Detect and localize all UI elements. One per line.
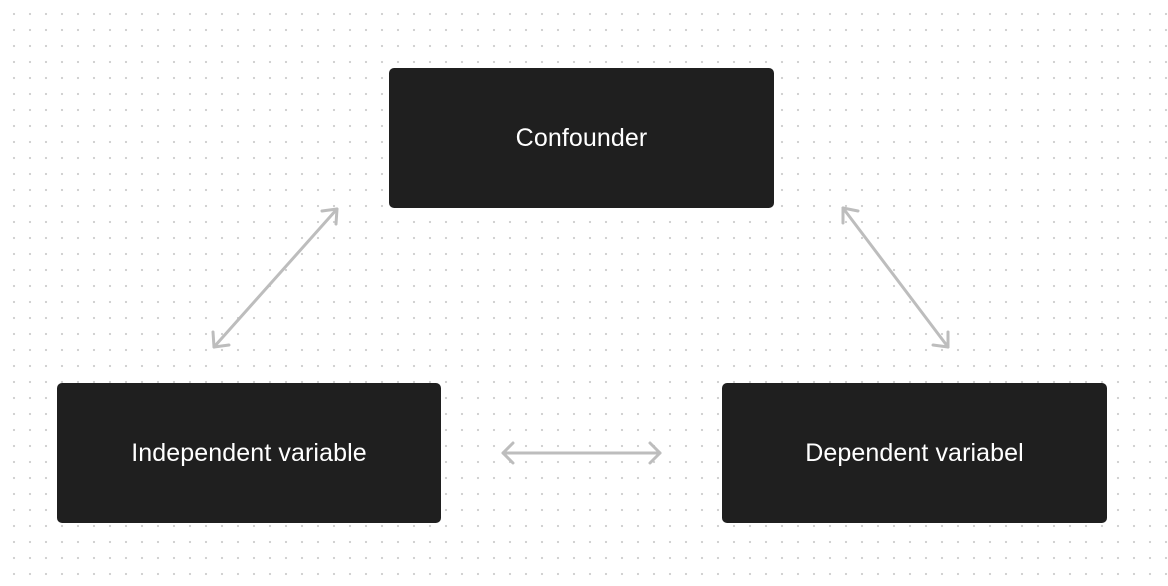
- edge-line: [212, 207, 339, 349]
- arrowhead-start: [211, 330, 231, 349]
- edge-confounder-dependent[interactable]: [841, 206, 950, 349]
- arrowhead-end: [931, 330, 950, 349]
- dependent-variable-node[interactable]: Dependent variabel: [722, 383, 1107, 523]
- arrowhead-start: [501, 441, 515, 465]
- arrowhead-end: [320, 207, 339, 226]
- independent-variable-node[interactable]: Independent variable: [57, 383, 441, 523]
- independent-variable-label: Independent variable: [131, 438, 367, 467]
- dependent-variable-label: Dependent variabel: [805, 438, 1024, 467]
- confounder-label: Confounder: [515, 123, 648, 152]
- arrowhead-start: [841, 206, 860, 225]
- confounder-node[interactable]: Confounder: [389, 68, 774, 208]
- arrowhead-end: [648, 441, 662, 465]
- edge-independent-dependent[interactable]: [501, 441, 662, 465]
- edge-independent-confounder[interactable]: [211, 207, 339, 349]
- edge-line: [841, 206, 950, 349]
